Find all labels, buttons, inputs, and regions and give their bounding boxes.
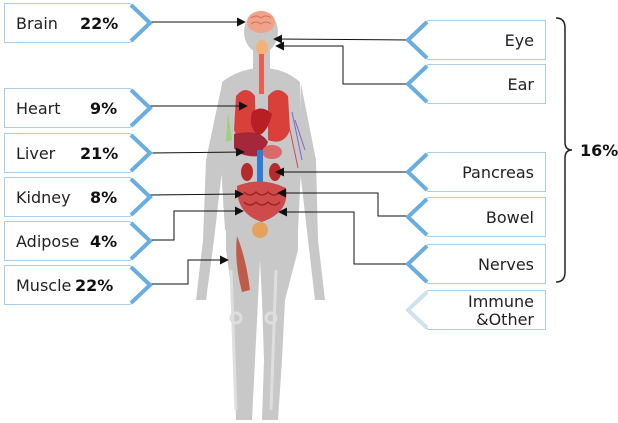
label-nerves: Nerves: [406, 244, 546, 284]
label-ear: Ear: [406, 64, 546, 104]
throat-organ: [256, 40, 268, 56]
stomach-organ: [262, 145, 282, 159]
organ-percent: 8%: [90, 188, 117, 207]
organ-percent: 22%: [75, 276, 113, 295]
organ-name: Brain: [16, 14, 58, 33]
organ-name: Immune &Other: [468, 293, 534, 329]
bracket-percent: 16%: [580, 141, 618, 160]
label-pancreas: Pancreas: [406, 152, 546, 192]
organ-percent: 9%: [90, 99, 117, 118]
organ-name: Pancreas: [462, 163, 534, 182]
organ-name: Liver: [16, 144, 55, 163]
organ-name: Nerves: [478, 255, 534, 274]
label-kidney: Kidney 8%: [4, 177, 154, 217]
arrow-nerves: [279, 212, 410, 264]
label-muscle: Muscle 22%: [4, 265, 154, 305]
label-brain: Brain 22%: [4, 3, 154, 43]
brain-organ: [247, 11, 275, 33]
organ-percent: 4%: [90, 232, 117, 251]
organ-name: Kidney: [16, 188, 71, 207]
organ-percent: 21%: [80, 144, 118, 163]
trachea-organ: [259, 54, 264, 94]
label-bowel: Bowel: [406, 197, 546, 237]
bracket: [556, 18, 572, 282]
label-adipose: Adipose 4%: [4, 221, 154, 261]
label-heart: Heart 9%: [4, 88, 154, 128]
organ-name: Muscle: [16, 276, 71, 295]
arrow-muscle: [150, 260, 228, 284]
arrow-eye: [274, 39, 410, 40]
organ-percent: 22%: [80, 14, 118, 33]
aorta-organ: [257, 150, 263, 186]
bladder-organ: [252, 222, 268, 238]
label-liver: Liver 21%: [4, 133, 154, 173]
label-immune-other: Immune &Other: [406, 290, 546, 330]
organ-name: Bowel: [486, 208, 534, 227]
arrow-ear: [276, 46, 408, 84]
label-eye: Eye: [406, 20, 546, 60]
organ-name: Heart: [16, 99, 61, 118]
organ-name: Ear: [508, 75, 535, 94]
organ-name: Eye: [505, 31, 534, 50]
left-kidney: [241, 163, 253, 181]
organ-name: Adipose: [16, 232, 79, 251]
